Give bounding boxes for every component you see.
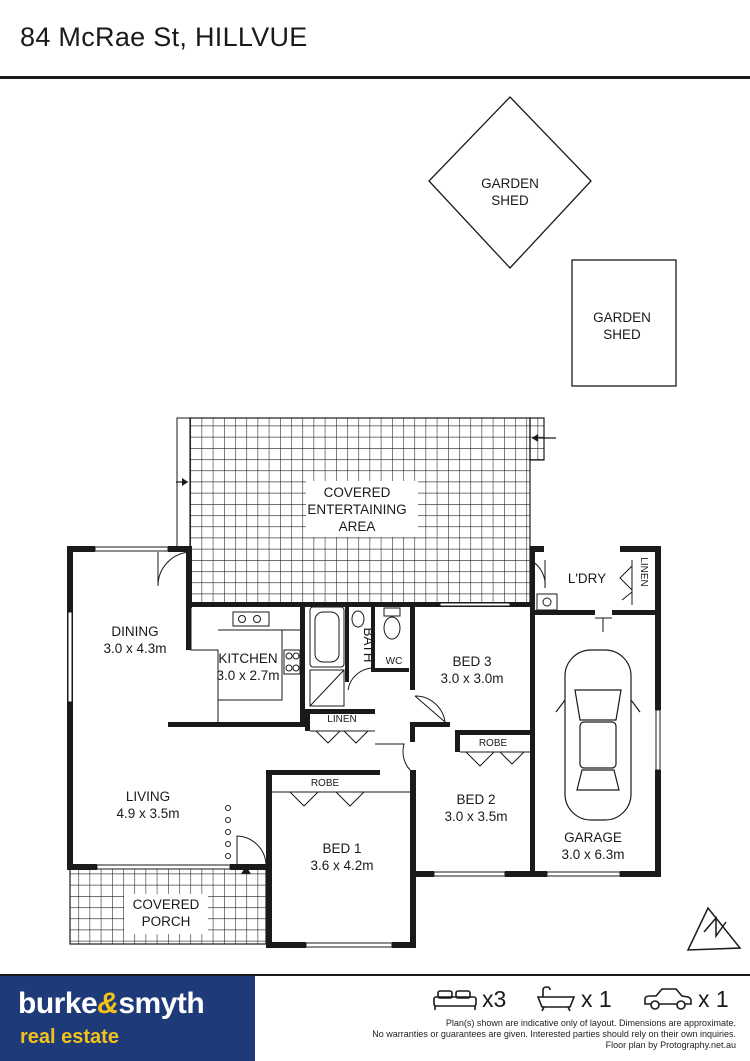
bed1-dims: 3.6 x 4.2m: [310, 858, 373, 873]
footer-divider: [0, 974, 750, 976]
windows: [67, 546, 661, 948]
kitchen-label: KITCHEN: [218, 651, 277, 666]
robe-bed2-label: ROBE: [479, 738, 508, 749]
wc-label: WC: [386, 656, 403, 667]
laundry-label: L'DRY: [568, 571, 606, 586]
garage-door-vent: [595, 617, 612, 632]
garden-shed-1-label-line2: SHED: [491, 193, 529, 208]
doors: [157, 551, 546, 866]
garden-shed-2-label-line1: GARDEN: [593, 310, 651, 325]
entertaining-label-line1: COVERED: [324, 485, 391, 500]
bed3-dims: 3.0 x 3.0m: [440, 671, 503, 686]
cars-feature: x 1: [642, 984, 729, 1014]
title-divider: [0, 76, 750, 79]
cars-count: x 1: [698, 985, 729, 1012]
property-address-title: 84 McRae St, HILLVUE: [20, 22, 308, 52]
living-label: LIVING: [126, 789, 170, 804]
robe-bed2: [460, 751, 530, 767]
bed1-label: BED 1: [322, 841, 361, 856]
living-dims: 4.9 x 3.5m: [116, 806, 179, 821]
agency-logo: burke&smyth real estate: [0, 976, 255, 1061]
bath-icon: [536, 986, 576, 1012]
logo-ampersand: &: [97, 987, 119, 1020]
bed2-dims: 3.0 x 3.5m: [444, 809, 507, 824]
bath-label: BATH: [361, 627, 376, 662]
bathroom-fixtures: [309, 593, 558, 707]
bed-icon: [433, 990, 477, 1010]
dining-dims: 3.0 x 4.3m: [103, 641, 166, 656]
logo-word-burke: burke: [18, 987, 98, 1020]
car-icon: [555, 649, 641, 821]
covered-porch: COVERED PORCH: [69, 867, 267, 945]
car-icon: [644, 988, 692, 1010]
bedrooms-feature: x3: [432, 984, 506, 1014]
robe-bed1: [272, 791, 410, 807]
logo-word-smyth: smyth: [118, 987, 205, 1020]
covered-entertaining-area: COVERED ENTERTAINING AREA: [176, 417, 545, 604]
dining-label: DINING: [111, 624, 158, 639]
north-arrow-icon: [686, 906, 742, 951]
kitchen-dims: 3.0 x 2.7m: [216, 668, 279, 683]
entertaining-label-line3: AREA: [339, 519, 376, 534]
bathrooms-count: x 1: [581, 985, 612, 1012]
entertaining-label-line2: ENTERTAINING: [307, 502, 406, 517]
bed3-label: BED 3: [452, 654, 491, 669]
entry-arrow-icon: [176, 434, 556, 486]
garage-dims: 3.0 x 6.3m: [561, 847, 624, 862]
linen-laundry-label: LINEN: [638, 557, 649, 586]
kitchen-bench: [190, 607, 301, 724]
disclaimer: Plan(s) shown are indicative only of lay…: [276, 1018, 736, 1051]
logo-wordmark: burke&smyth: [18, 987, 205, 1021]
bedrooms-count: x3: [482, 985, 507, 1012]
garden-shed-1-label-line1: GARDEN: [481, 176, 539, 191]
robe-bed1-label: ROBE: [311, 778, 340, 789]
porch-label-line1: COVERED: [133, 897, 200, 912]
logo-subtitle: real estate: [20, 1026, 119, 1048]
disclaimer-line-2: No warranties or guarantees are given. I…: [372, 1029, 736, 1039]
house-walls: [67, 546, 661, 948]
floor-plan: GARDEN SHED GARDEN SHED COVERED ENTERTAI…: [67, 96, 742, 951]
linen-laundry: [619, 560, 633, 605]
garden-shed-square: GARDEN SHED: [571, 259, 677, 387]
disclaimer-line-1: Plan(s) shown are indicative only of lay…: [445, 1018, 736, 1028]
linen-hall-label: LINEN: [327, 714, 356, 725]
entry-arrow-icon: [241, 866, 251, 874]
balustrade: [225, 805, 231, 859]
disclaimer-line-3: Floor plan by Protography.net.au: [605, 1040, 736, 1050]
garden-shed-rotated: GARDEN SHED: [428, 96, 592, 269]
linen-hall: [310, 730, 375, 744]
garage-label: GARAGE: [564, 830, 622, 845]
garden-shed-2-label-line2: SHED: [603, 327, 641, 342]
bed2-label: BED 2: [456, 792, 495, 807]
porch-label-line2: PORCH: [142, 914, 191, 929]
bathrooms-feature: x 1: [535, 984, 612, 1014]
